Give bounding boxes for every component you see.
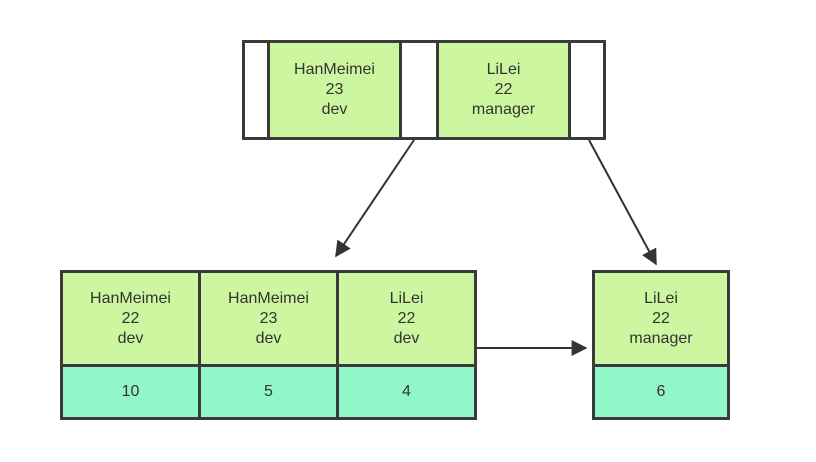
leaf-node-left: HanMeimei 22 dev 10 HanMeimei 23 dev 5 L… bbox=[60, 270, 477, 420]
key-age: 22 bbox=[652, 309, 670, 327]
root-key-cell-2: LiLei 22 manager bbox=[439, 43, 571, 137]
key-position: manager bbox=[471, 101, 536, 118]
key-position: dev bbox=[393, 329, 420, 347]
leaf-key-cell: LiLei 22 dev bbox=[339, 273, 474, 367]
leaf-value-cell: 4 bbox=[339, 367, 474, 417]
leaf-node-right: LiLei 22 manager 6 bbox=[592, 270, 730, 420]
root-node: HanMeimei 23 dev LiLei 22 manager bbox=[242, 40, 606, 140]
pointer-cell-middle bbox=[402, 43, 439, 137]
pointer-cell-left bbox=[245, 43, 270, 137]
key-name: LiLei bbox=[486, 61, 521, 78]
key-name: LiLei bbox=[389, 289, 424, 307]
arrow-root-to-right-leaf bbox=[588, 139, 657, 266]
leaf-key-cell: HanMeimei 23 dev bbox=[201, 273, 336, 367]
key-name: HanMeimei bbox=[294, 61, 375, 78]
key-age: 22 bbox=[121, 309, 140, 327]
leaf-entry: LiLei 22 manager 6 bbox=[595, 273, 727, 417]
leaf-value-cell: 6 bbox=[595, 367, 727, 417]
key-age: 23 bbox=[259, 309, 278, 327]
root-key-cell-1: HanMeimei 23 dev bbox=[270, 43, 402, 137]
key-position: manager bbox=[629, 329, 693, 347]
pointer-cell-right bbox=[571, 43, 603, 137]
key-position: dev bbox=[321, 101, 348, 118]
leaf-value-cell: 5 bbox=[201, 367, 336, 417]
key-position: dev bbox=[117, 329, 144, 347]
leaf-key-cell: LiLei 22 manager bbox=[595, 273, 727, 367]
leaf-entry: HanMeimei 23 dev 5 bbox=[201, 273, 339, 417]
key-age: 22 bbox=[397, 309, 416, 327]
arrow-root-to-left-leaf bbox=[335, 139, 415, 258]
key-name: HanMeimei bbox=[90, 289, 171, 307]
leaf-entry: HanMeimei 22 dev 10 bbox=[63, 273, 201, 417]
key-age: 23 bbox=[325, 81, 344, 98]
leaf-value-cell: 10 bbox=[63, 367, 198, 417]
leaf-entry: LiLei 22 dev 4 bbox=[339, 273, 474, 417]
key-name: HanMeimei bbox=[228, 289, 309, 307]
key-position: dev bbox=[255, 329, 282, 347]
key-name: LiLei bbox=[644, 289, 678, 307]
key-age: 22 bbox=[494, 81, 513, 98]
leaf-key-cell: HanMeimei 22 dev bbox=[63, 273, 198, 367]
